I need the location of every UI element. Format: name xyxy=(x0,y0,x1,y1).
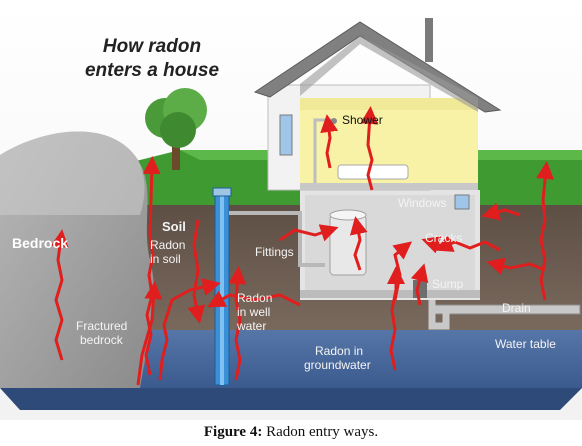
radon-diagram: How radon enters a house Shower Windows … xyxy=(0,0,582,420)
house xyxy=(253,18,502,210)
label-drain: Drain xyxy=(502,301,531,315)
label-bedrock: Bedrock xyxy=(12,235,68,251)
caption-prefix: Figure 4: xyxy=(203,424,263,440)
label-fractured-2: bedrock xyxy=(80,333,124,347)
title-line-1: How radon xyxy=(103,36,201,57)
drain-pipe xyxy=(428,300,581,330)
title-line-2: enters a house xyxy=(85,60,220,81)
label-groundwater-2: groundwater xyxy=(304,358,371,372)
label-radon-in-soil-1: Radon xyxy=(150,238,185,252)
label-water-table: Water table xyxy=(495,337,556,351)
caption-text: Radon entry ways. xyxy=(262,424,379,440)
label-fractured-1: Fractured xyxy=(76,319,127,333)
label-groundwater-1: Radon in xyxy=(315,344,363,358)
label-soil: Soil xyxy=(162,219,186,234)
label-sump: Sump xyxy=(432,277,464,291)
label-well-3: water xyxy=(236,319,266,333)
well-pipe xyxy=(212,187,232,386)
label-cracks: Cracks xyxy=(425,231,462,245)
water-line xyxy=(229,211,325,267)
label-well-1: Radon xyxy=(237,291,272,305)
label-fittings: Fittings xyxy=(255,245,294,259)
label-windows: Windows xyxy=(398,196,447,210)
radon-arrows xyxy=(50,106,555,386)
figure-caption: Figure 4: Radon entry ways. xyxy=(0,424,582,441)
label-shower: Shower xyxy=(342,113,383,127)
tree xyxy=(145,88,207,170)
label-well-2: in well xyxy=(237,305,270,319)
label-radon-in-soil-2: in soil xyxy=(150,252,181,266)
